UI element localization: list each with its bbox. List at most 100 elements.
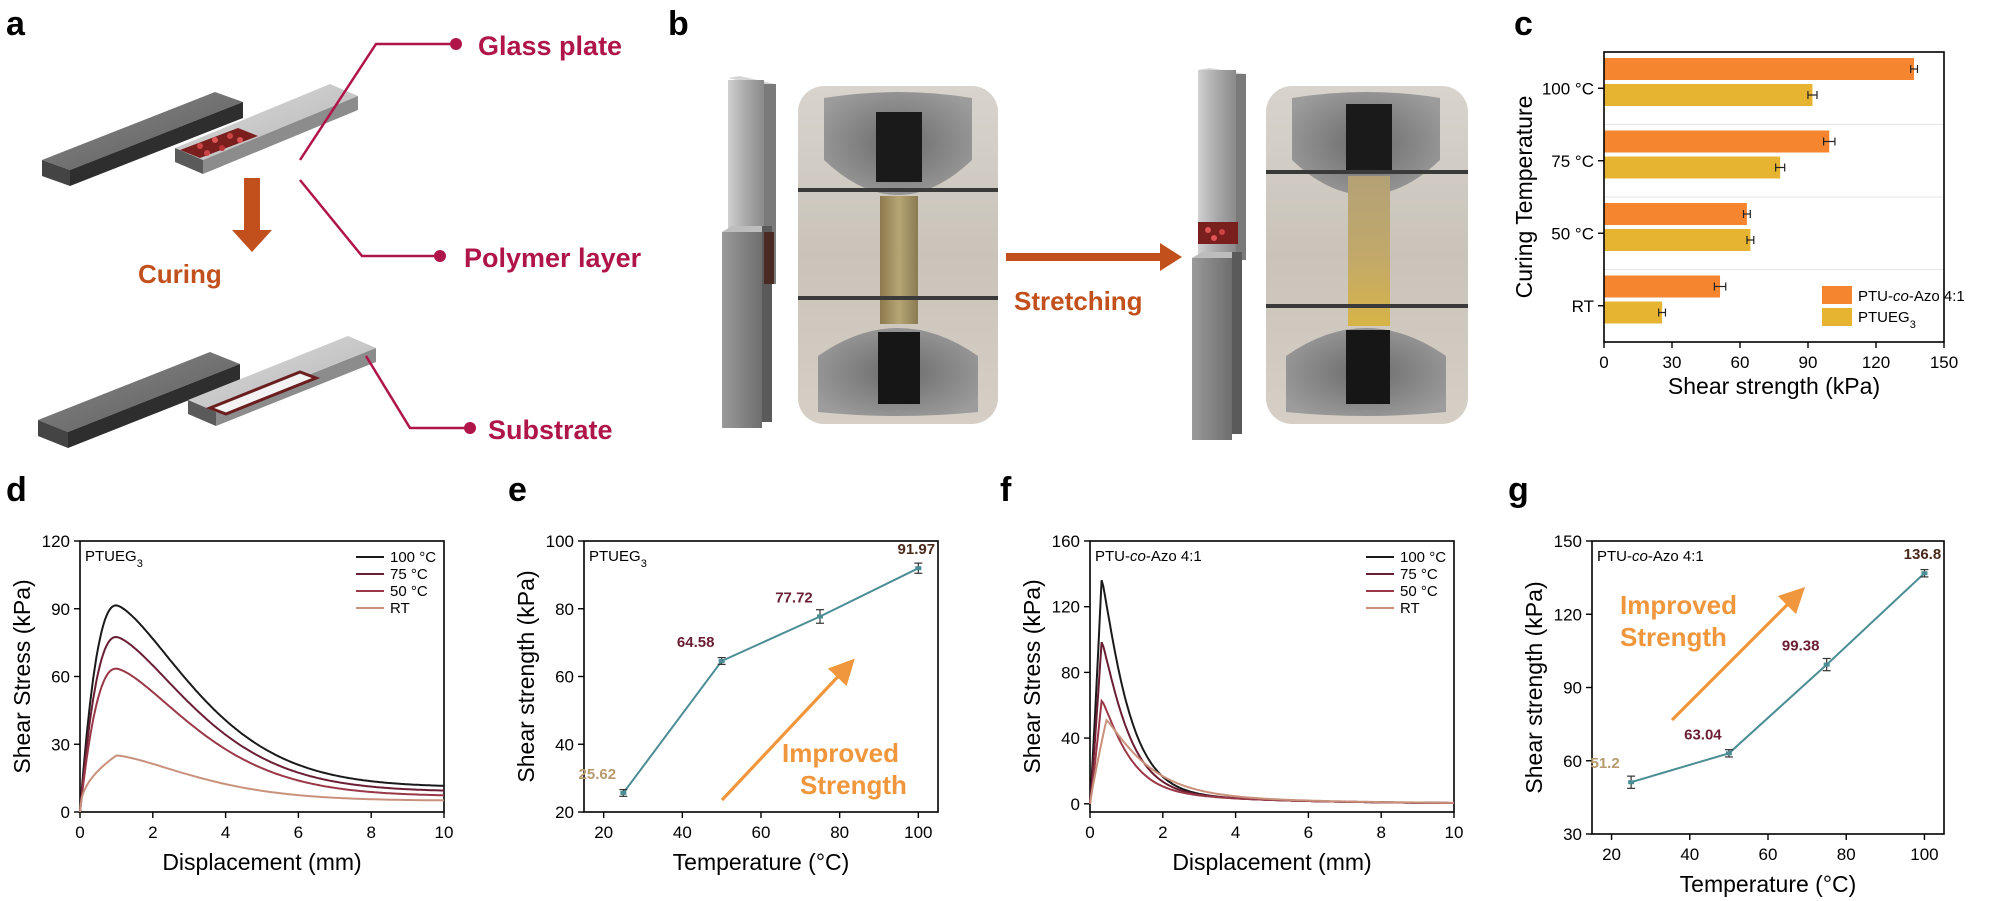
panel-g-ytick-label: 60 (1563, 752, 1582, 771)
panel-d-xlabel: Displacement (mm) (162, 849, 361, 875)
panel-b: b Stretching (668, 5, 1468, 440)
callout-glass-plate: Glass plate (478, 31, 622, 61)
panel-e-improved-arrow (720, 658, 855, 802)
panel-c-ytick-label: 75 °C (1551, 152, 1594, 171)
panel-d-ytick-label: 120 (42, 532, 70, 551)
panel-c-legend: PTU-co-Azo 4:1 PTUEG3 (1822, 286, 1965, 331)
callout-lines (298, 38, 476, 434)
panel-c-xtick-label: 150 (1930, 353, 1958, 372)
bottom-assembly-illustration (38, 336, 376, 448)
panel-f-legend-label: 50 °C (1400, 583, 1438, 600)
panel-d-xtick-label: 6 (294, 823, 303, 842)
panel-e-point (817, 614, 823, 619)
panel-d-ylabel: Shear Stress (kPa) (9, 579, 35, 773)
panel-e-ytick-label: 80 (555, 600, 574, 619)
panel-g-data-label: 63.04 (1684, 726, 1722, 743)
panel-d-legend-label: 50 °C (390, 583, 428, 600)
panel-d-ytick-label: 90 (51, 600, 70, 619)
panel-d-curve (79, 667, 445, 813)
legend-swatch-ptueg3 (1822, 308, 1852, 326)
panel-e-data-label: 64.58 (677, 634, 715, 651)
panel-e-xtick-label: 20 (594, 823, 613, 842)
panel-f-xtick-label: 2 (1158, 823, 1167, 842)
panel-label-c: c (1514, 5, 1533, 43)
panel-g-ytick-label: 90 (1563, 679, 1582, 698)
panel-f-legend-label: 100 °C (1400, 549, 1446, 566)
panel-g-ytick-label: 30 (1563, 825, 1582, 844)
panel-g-improved-label-2: Strength (1620, 622, 1727, 652)
panel-f-legend-label: RT (1400, 600, 1420, 617)
panel-f-ylabel: Shear Stress (kPa) (1019, 579, 1045, 773)
panel-d-xtick-label: 8 (366, 823, 375, 842)
polymer-layer-illustration (180, 128, 258, 158)
panel-e-xtick-label: 40 (673, 823, 692, 842)
panel-g-point (1823, 662, 1830, 667)
panel-d-xtick-label: 0 (75, 823, 84, 842)
panel-f-axes-frame (1089, 540, 1455, 813)
panel-c-ytick-label: RT (1572, 297, 1594, 316)
panel-f-xtick-label: 8 (1376, 823, 1385, 842)
panel-f-xtick-label: 4 (1231, 823, 1240, 842)
legend-swatch-ptu-co-azo (1822, 286, 1852, 304)
panel-a: a Curing (6, 5, 642, 448)
panel-g-xtick-label: 100 (1910, 845, 1938, 864)
panel-e-xtick-label: 80 (830, 823, 849, 842)
panel-e-line (622, 567, 919, 794)
panel-c-xtick-label: 60 (1731, 353, 1750, 372)
panel-g-ytick-label: 150 (1554, 532, 1582, 551)
panel-d-xtick-label: 10 (435, 823, 454, 842)
panel-e-xtick-label: 60 (752, 823, 771, 842)
panel-g-ylabel: Shear strength (kPa) (1521, 581, 1547, 793)
panel-g-xtick-label: 40 (1680, 845, 1699, 864)
panel-d-ytick-label: 30 (51, 735, 70, 754)
panel-g-improved-arrow (1670, 586, 1806, 722)
panel-d-xtick-label: 2 (148, 823, 157, 842)
panel-g-point (1628, 780, 1635, 785)
panel-f-ytick-label: 160 (1052, 532, 1080, 551)
panel-c-ytick-label: 100 °C (1542, 79, 1594, 98)
callout-polymer-layer: Polymer layer (464, 243, 642, 273)
panel-c-xtick-label: 120 (1862, 353, 1890, 372)
panel-e-material-tag: PTUEG3 (589, 548, 647, 570)
lap-joint-before (722, 76, 776, 428)
panel-f-legend-label: 75 °C (1400, 566, 1438, 583)
panel-d-curve (79, 604, 444, 813)
panel-f-material-tag: PTU-co-Azo 4:1 (1095, 548, 1202, 565)
panel-label-b: b (668, 5, 689, 43)
panel-f-xtick-label: 6 (1304, 823, 1313, 842)
curing-arrow (232, 178, 272, 252)
panel-c-ylabel: Curing Temperature (1511, 96, 1537, 299)
panel-e-improved-label-1: Improved (782, 738, 899, 768)
panel-f-ytick-label: 0 (1071, 795, 1080, 814)
panel-g-point (1725, 751, 1732, 756)
curing-label: Curing (138, 259, 222, 289)
panel-e-xlabel: Temperature (°C) (673, 849, 850, 875)
panel-label-a: a (6, 5, 26, 43)
panel-d-ytick-label: 0 (61, 803, 70, 822)
panel-d-legend-label: 75 °C (390, 566, 428, 583)
panel-d-xtick-label: 4 (221, 823, 230, 842)
panel-e-point (620, 790, 627, 795)
panel-g-xtick-label: 60 (1759, 845, 1778, 864)
panel-f-curve (1089, 718, 1454, 804)
stretching-arrow (1006, 243, 1182, 271)
legend-label-ptu-co-azo: PTU-co-Azo 4:1 (1858, 288, 1965, 305)
panel-e-data-label: 91.97 (898, 541, 936, 558)
lap-joint-after (1192, 68, 1246, 440)
panel-g-line (1630, 572, 1926, 784)
stretching-label: Stretching (1014, 286, 1143, 316)
legend-label-ptueg3: PTUEG3 (1858, 309, 1916, 331)
panel-c-xtick-label: 30 (1663, 353, 1682, 372)
panel-e-point (915, 566, 922, 571)
panel-e-ytick-label: 20 (555, 803, 574, 822)
panel-e-point (718, 658, 725, 663)
panel-f-ytick-label: 40 (1061, 729, 1080, 748)
panel-c-axes-frame (1603, 51, 1945, 343)
panel-c-bar (1604, 275, 1721, 298)
panel-c-bar (1604, 156, 1781, 179)
panel-c-bar (1604, 130, 1830, 153)
